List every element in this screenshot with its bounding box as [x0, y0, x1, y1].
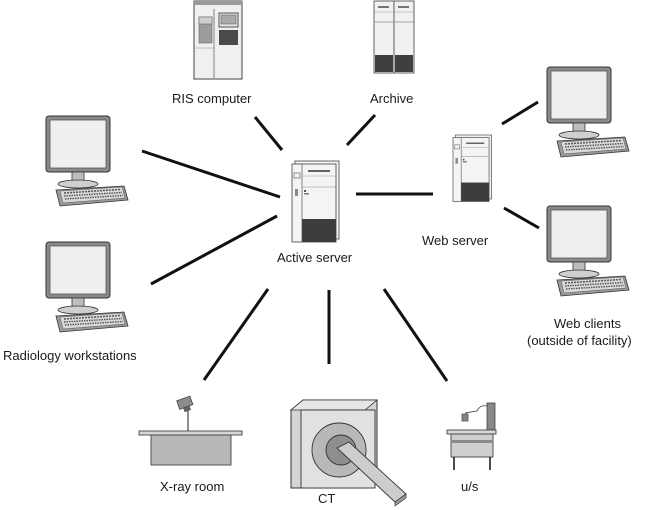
web-client-icon-1 [546, 66, 630, 158]
radiology-workstation-icon-2 [45, 241, 129, 333]
active-server-icon [291, 160, 340, 243]
label-web-clients: Web clients [554, 316, 621, 331]
label-ultrasound: u/s [461, 479, 479, 494]
edge-active-us [382, 288, 449, 382]
radiology-workstation-icon-1 [45, 115, 129, 207]
archive-icon [373, 0, 415, 74]
edge-active-archive [345, 113, 377, 147]
label-radiology-workstations: Radiology workstations [3, 348, 137, 363]
edge-active-workstation-1 [141, 149, 281, 199]
edge-active-workstation-2 [150, 214, 278, 286]
label-web-clients-location: (outside of facility) [527, 333, 632, 348]
web-server-icon [452, 134, 493, 202]
label-web-server: Web server [422, 233, 489, 248]
connection-lines [141, 100, 540, 382]
xray-room-icon [138, 395, 243, 466]
label-xray-room: X-ray room [160, 479, 225, 494]
edge-active-ris [253, 116, 284, 151]
ris-computer-icon [193, 0, 243, 80]
label-ris-computer: RIS computer [172, 91, 252, 106]
edge-active-xray [202, 288, 270, 381]
label-active-server: Active server [277, 250, 353, 265]
label-archive: Archive [370, 91, 414, 106]
edge-webserver-client-1 [501, 100, 539, 126]
label-ct: CT [318, 491, 336, 506]
ct-scanner-icon [289, 399, 407, 507]
web-client-icon-2 [546, 205, 630, 297]
edge-webserver-client-2 [503, 206, 540, 230]
ultrasound-icon [446, 402, 497, 470]
